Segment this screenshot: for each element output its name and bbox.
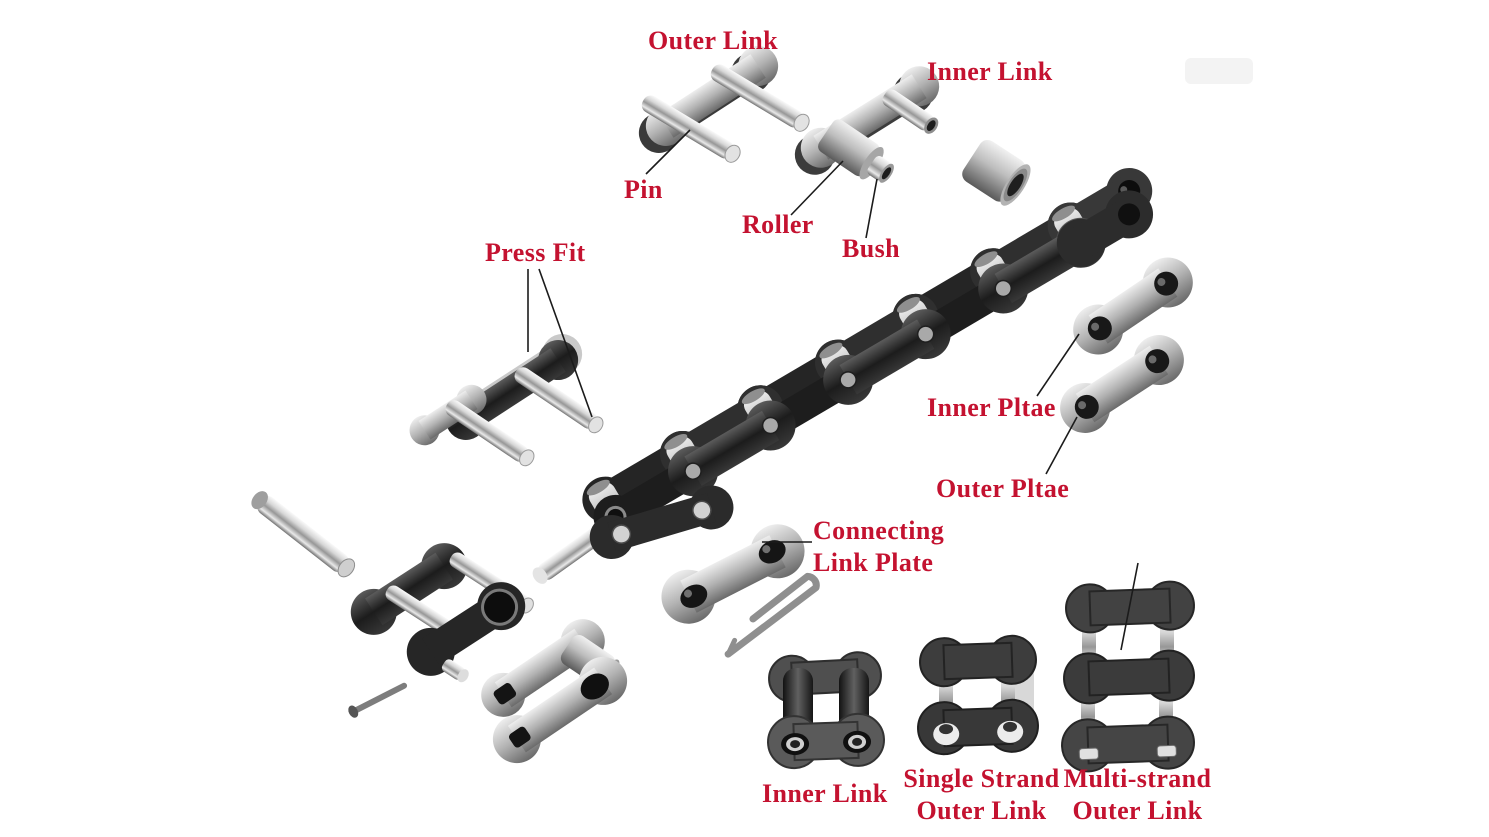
roller-on-bush-part	[818, 119, 894, 183]
inner-link-part	[794, 66, 940, 183]
assembled-chain-part	[532, 168, 1154, 584]
bush-leader-line	[865, 178, 878, 239]
pin-label: Pin	[624, 175, 663, 204]
inner-link-bottom-part	[767, 651, 885, 770]
outer-link-pin-2	[710, 64, 810, 132]
outer-link-part	[638, 46, 810, 163]
outer-link-pin-1	[641, 95, 741, 163]
single-strand-outer-link-part	[917, 634, 1039, 756]
press-fit-pin-1	[445, 400, 535, 467]
pin-leader-line	[645, 129, 691, 175]
multi-strand-outer-link-label: Multi-strand Outer Link	[1063, 764, 1212, 825]
chain-pin-heads	[684, 234, 1090, 480]
press-fit-leader-line-2	[538, 268, 593, 418]
inner-plate-label: Inner Pltae	[927, 393, 1056, 422]
multi-strand-outer-link-part	[1061, 580, 1195, 773]
spring-clip-part	[724, 572, 820, 658]
press-fit-label: Press Fit	[485, 238, 586, 267]
connecting-link-plate-part	[661, 524, 805, 624]
cotter-pin-part	[348, 682, 408, 718]
inner-plate-leader-line	[1036, 333, 1080, 397]
roller-label: Roller	[742, 210, 814, 239]
outer-plate-part	[1060, 335, 1184, 433]
connecting-link-plate-label: Connecting Link Plate	[813, 516, 945, 577]
bush-part	[882, 89, 939, 134]
offset-link-part	[481, 619, 628, 764]
press-fit-pin-2	[514, 367, 604, 434]
outer-plate-label: Outer Pltae	[936, 474, 1070, 503]
chain-end-connecting-plate	[589, 485, 734, 559]
loose-pin-part	[251, 491, 356, 578]
roller-leader-line	[790, 160, 844, 216]
inner-link-bottom-label: Inner Link	[762, 779, 888, 808]
roller-part	[962, 139, 1031, 206]
inner-link-top-label: Inner Link	[927, 57, 1053, 86]
multi-strand-leader-line	[1120, 562, 1139, 651]
outer-link-top-label: Outer Link	[648, 26, 778, 55]
connecting-link-part	[350, 543, 534, 683]
bush-label: Bush	[842, 234, 900, 263]
inner-plate-part	[1073, 257, 1193, 355]
press-fit-link-part	[409, 334, 604, 467]
single-strand-outer-link-label: Single Strand Outer Link	[903, 764, 1060, 825]
outer-plate-leader-line	[1045, 416, 1078, 475]
photo-background-patch	[1185, 58, 1253, 84]
leader-lines	[527, 129, 1139, 651]
